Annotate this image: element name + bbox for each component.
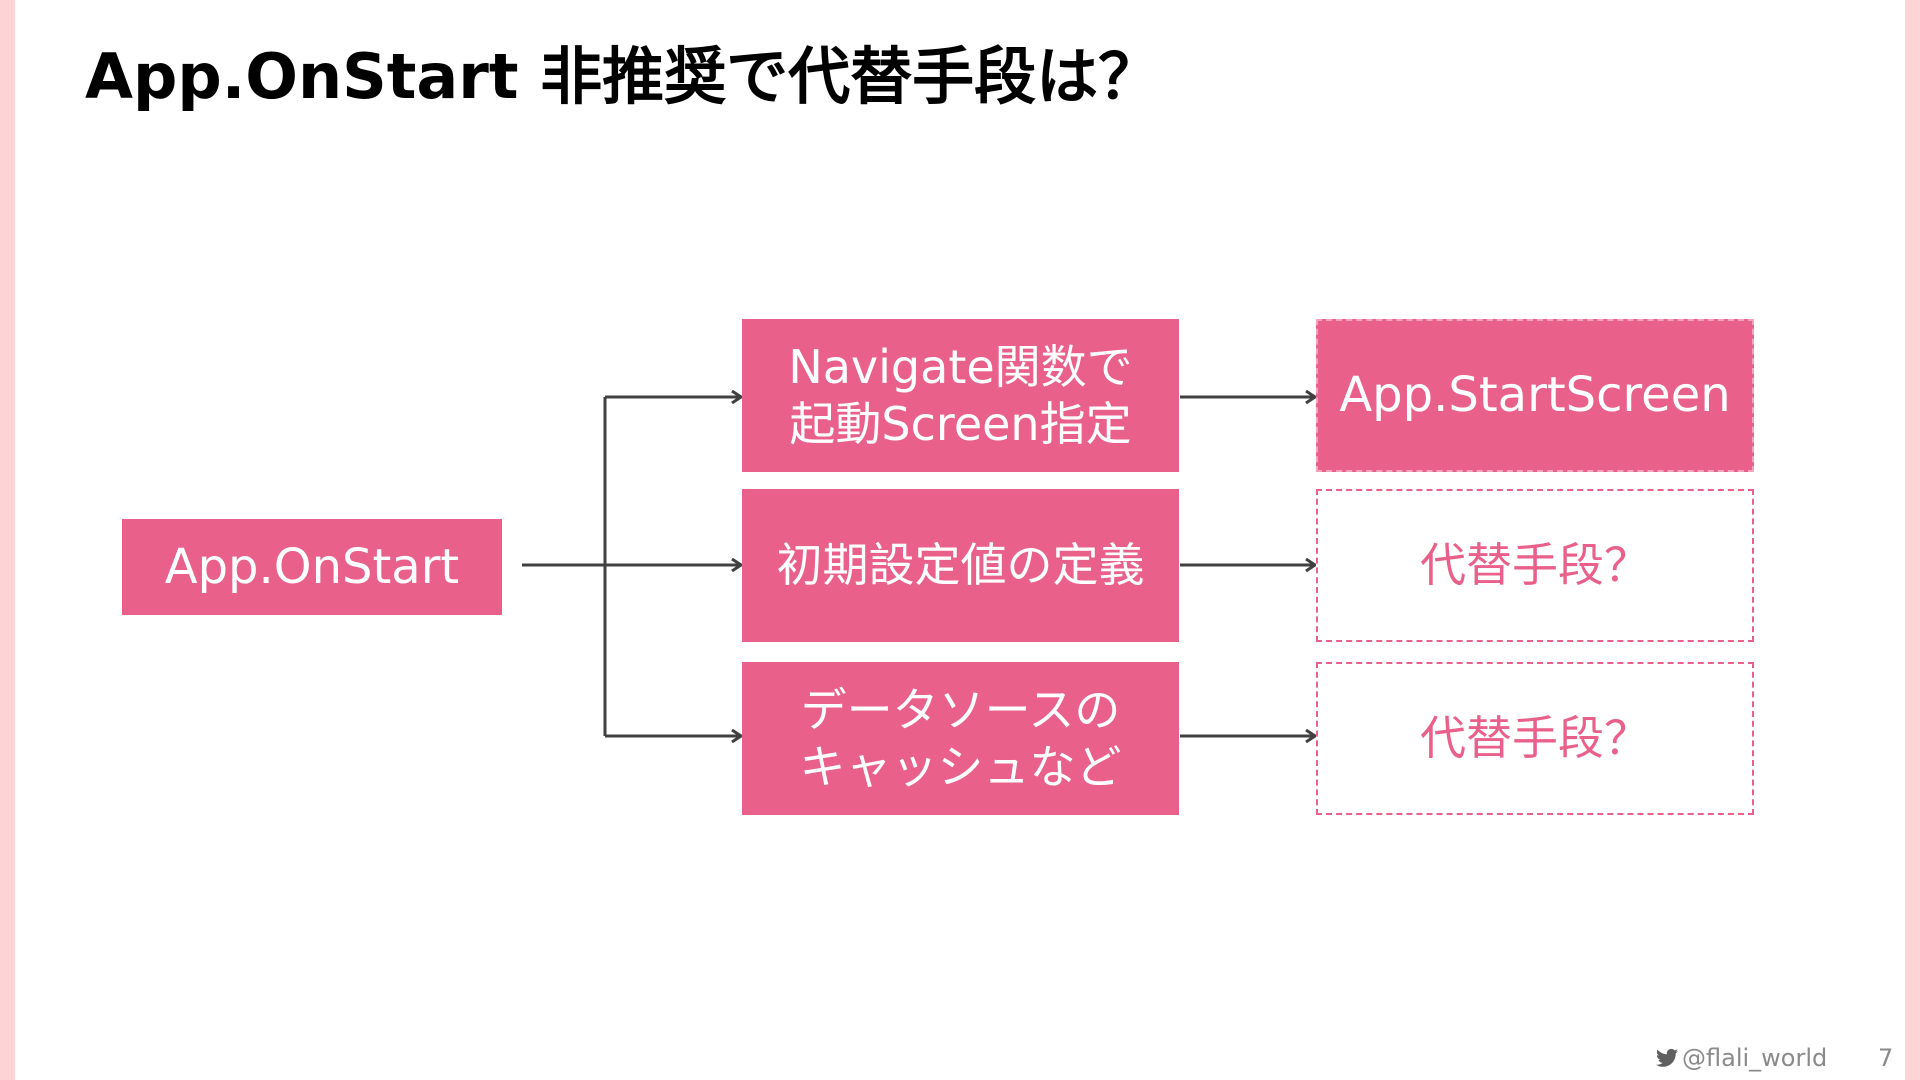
page-number: 7 xyxy=(1878,1044,1894,1072)
alternative-box-label: 代替手段？ xyxy=(1420,538,1650,593)
left-edge-band xyxy=(0,0,15,1080)
purpose-box-label-line: 初期設定値の定義 xyxy=(776,538,1145,593)
footer-handle-text: @flali_world xyxy=(1682,1044,1828,1072)
slide-title: App.OnStart 非推奨で代替手段は？ xyxy=(85,40,1161,113)
alternative-box-unknown-1: 代替手段？ xyxy=(1316,489,1754,642)
source-box-app-onstart: App.OnStart xyxy=(122,519,502,615)
purpose-box-label-line: データソースの xyxy=(800,683,1121,738)
purpose-box-initial-values: 初期設定値の定義 xyxy=(742,489,1179,642)
source-box-label: App.OnStart xyxy=(164,538,460,595)
purpose-box-label-line: キャッシュなど xyxy=(799,739,1122,794)
purpose-box-navigate: Navigate関数で 起動Screen指定 xyxy=(742,319,1179,472)
purpose-box-data-cache: データソースの キャッシュなど xyxy=(742,662,1179,815)
right-edge-band xyxy=(1905,0,1920,1080)
purpose-box-label-line: Navigate関数で xyxy=(788,340,1133,395)
footer-twitter-handle: @flali_world xyxy=(1656,1044,1827,1072)
alternative-box-unknown-2: 代替手段？ xyxy=(1316,662,1754,815)
alternative-box-start-screen: App.StartScreen xyxy=(1316,319,1754,472)
purpose-box-label-line: 起動Screen指定 xyxy=(789,396,1132,451)
twitter-bird-icon xyxy=(1656,1048,1678,1067)
alternative-box-label: 代替手段？ xyxy=(1420,711,1650,766)
alternative-box-label: App.StartScreen xyxy=(1339,367,1731,424)
